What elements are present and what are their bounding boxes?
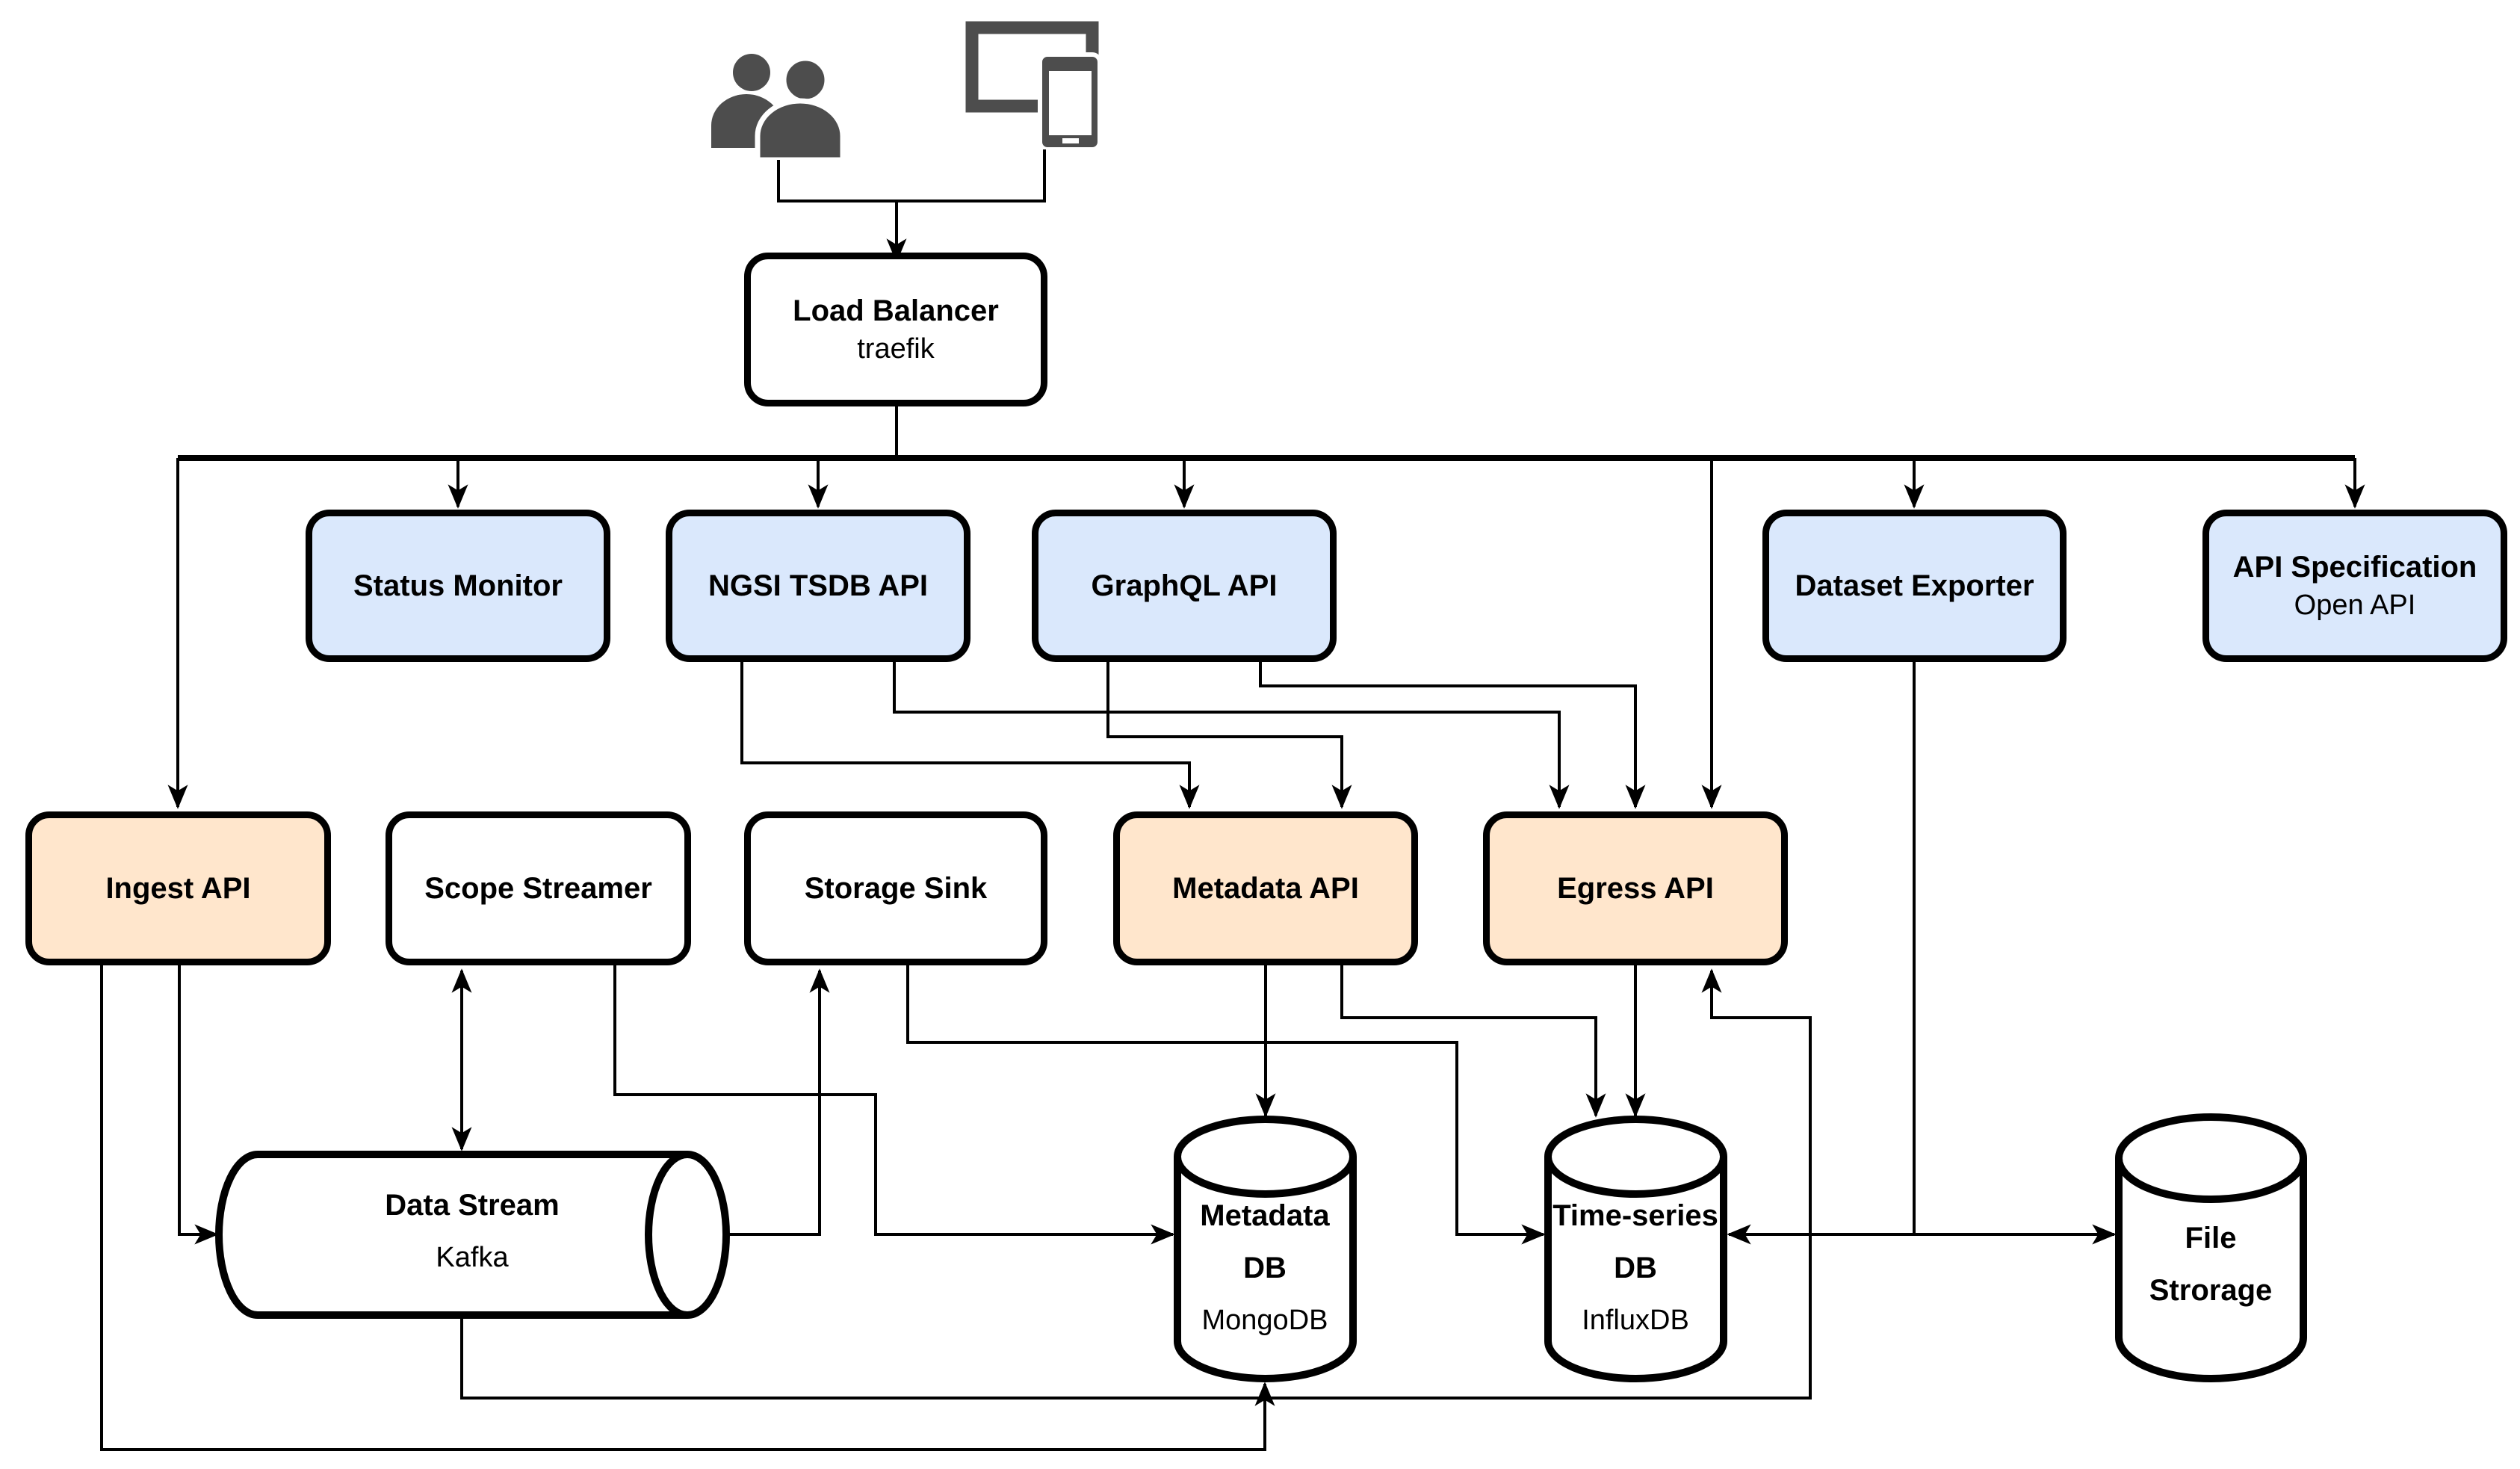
edge-ingest-to-data-stream: [178, 965, 219, 1245]
node-status-monitor[interactable]: Status Monitor: [306, 510, 610, 662]
ngsi-tsdb-api-title: NGSI TSDB API: [708, 569, 929, 602]
status-monitor-title: Status Monitor: [353, 569, 563, 602]
node-storage-sink[interactable]: Storage Sink: [744, 811, 1047, 965]
timeseries-db-subtitle: InfluxDB: [1582, 1305, 1689, 1336]
load-balancer-title: Load Balancer: [793, 294, 999, 327]
file-storage-line1: File: [2185, 1222, 2237, 1255]
api-specification-title: API Specification: [2232, 551, 2477, 584]
metadata-db-cylinder[interactable]: [1174, 1116, 1357, 1382]
edge-metadata-api-to-timeseries-db: [1340, 965, 1606, 1118]
file-storage-line2: Strorage: [2149, 1274, 2273, 1307]
edge-data-stream-to-egress-api: [460, 968, 1812, 1400]
edge-ingest-to-metadata-db: [100, 965, 1275, 1451]
timeseries-db-line2: DB: [1614, 1252, 1657, 1284]
edge-scope-streamer-to-metadata-db: [613, 965, 1175, 1245]
metadata-api-title: Metadata API: [1172, 872, 1359, 905]
storage-sink-title: Storage Sink: [804, 872, 988, 905]
graphql-api-title: GraphQL API: [1091, 569, 1278, 602]
node-ingest-api[interactable]: Ingest API: [25, 811, 331, 965]
ingest-api-title: Ingest API: [105, 872, 251, 905]
users-icon: [711, 54, 846, 163]
api-specification-subtitle: Open API: [2294, 590, 2416, 621]
data-stream-subtitle: Kafka: [436, 1242, 509, 1273]
dataset-exporter-title: Dataset Exporter: [1795, 569, 2034, 602]
edge-users-devices-join: [777, 149, 1046, 202]
devices-icon: [965, 21, 1102, 152]
data-stream-cylinder[interactable]: [215, 1151, 730, 1319]
data-stream-title: Data Stream: [385, 1189, 560, 1222]
node-ngsi-tsdb-api[interactable]: NGSI TSDB API: [666, 510, 970, 662]
edge-ngsi-to-metadata-api: [740, 662, 1200, 809]
node-scope-streamer[interactable]: Scope Streamer: [386, 811, 691, 965]
edge-graphql-to-metadata-api: [1106, 662, 1352, 809]
node-load-balancer[interactable]: Load Balancer traefik: [744, 253, 1047, 406]
file-storage-label: File Strorage: [2099, 1212, 2323, 1317]
load-balancer-subtitle: traefik: [857, 333, 935, 365]
edge-ngsi-to-egress-api: [893, 662, 1570, 809]
metadata-db-line2: DB: [1243, 1252, 1287, 1284]
edge-storage-sink-to-timeseries-db: [906, 965, 1546, 1245]
node-metadata-api[interactable]: Metadata API: [1113, 811, 1418, 965]
node-graphql-api[interactable]: GraphQL API: [1032, 510, 1337, 662]
timeseries-db-label: Time-series DB InfluxDB: [1523, 1190, 1747, 1346]
node-egress-api[interactable]: Egress API: [1483, 811, 1788, 965]
node-api-specification[interactable]: API Specification Open API: [2202, 510, 2507, 662]
egress-api-title: Egress API: [1557, 872, 1714, 905]
metadata-db-line1: Metadata: [1200, 1199, 1330, 1232]
edge-data-stream-to-storage-sink: [726, 968, 830, 1236]
data-stream-label: Data Stream Kafka: [278, 1179, 666, 1284]
scope-streamer-title: Scope Streamer: [424, 872, 652, 905]
metadata-db-label: Metadata DB MongoDB: [1153, 1190, 1377, 1346]
timeseries-db-cylinder[interactable]: [1544, 1116, 1727, 1382]
metadata-db-subtitle: MongoDB: [1201, 1305, 1328, 1336]
node-dataset-exporter[interactable]: Dataset Exporter: [1762, 510, 2067, 662]
edge-graphql-to-egress-api: [1259, 662, 1646, 809]
file-storage-cylinder[interactable]: [2115, 1113, 2307, 1382]
timeseries-db-line1: Time-series: [1552, 1199, 1718, 1232]
